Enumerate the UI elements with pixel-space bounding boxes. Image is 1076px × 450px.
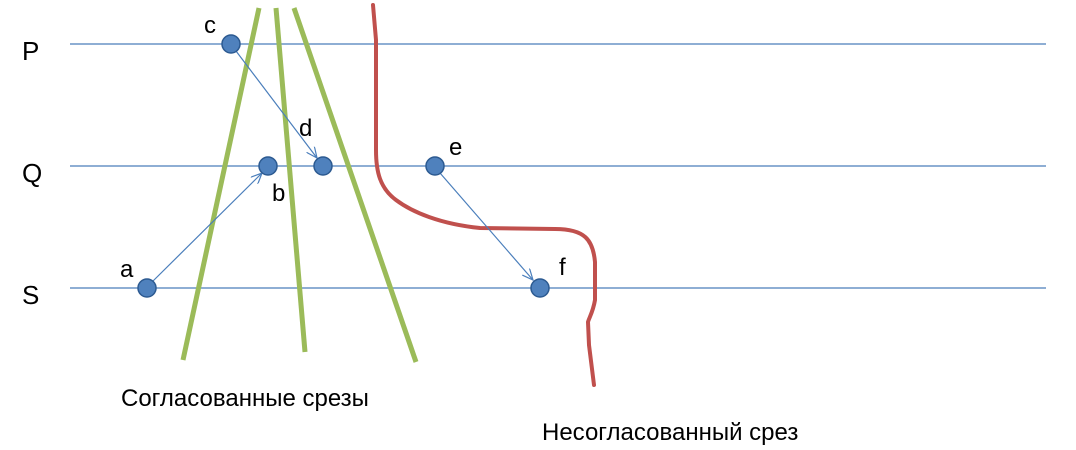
event-label-d: d (299, 115, 312, 142)
event-label-e: e (449, 134, 462, 161)
event-f (530, 278, 550, 298)
process-label-q: Q (22, 158, 42, 188)
event-b (258, 156, 278, 176)
process-label-s: S (22, 280, 39, 310)
message-arrow-c-to-d (235, 50, 317, 158)
event-e (425, 156, 445, 176)
event-d (313, 156, 333, 176)
consistent-cut-line-3 (291, 7, 419, 363)
event-label-b: b (272, 180, 285, 207)
inconsistent-cut-line (371, 3, 597, 387)
event-a (137, 278, 157, 298)
message-arrow-a-to-b (151, 173, 262, 283)
process-label-p: P (22, 36, 39, 66)
consistent-cut-line-1 (180, 7, 262, 361)
consistent-cuts-caption: Согласованные срезы (121, 385, 369, 412)
message-arrow-e-to-f (439, 172, 533, 280)
event-c (221, 34, 241, 54)
event-label-c: c (204, 12, 216, 39)
event-label-a: a (120, 256, 134, 283)
consistent-cut-line-2 (273, 7, 308, 353)
inconsistent-cut-caption: Несогласованный срез (542, 419, 798, 446)
event-label-f: f (559, 254, 566, 281)
